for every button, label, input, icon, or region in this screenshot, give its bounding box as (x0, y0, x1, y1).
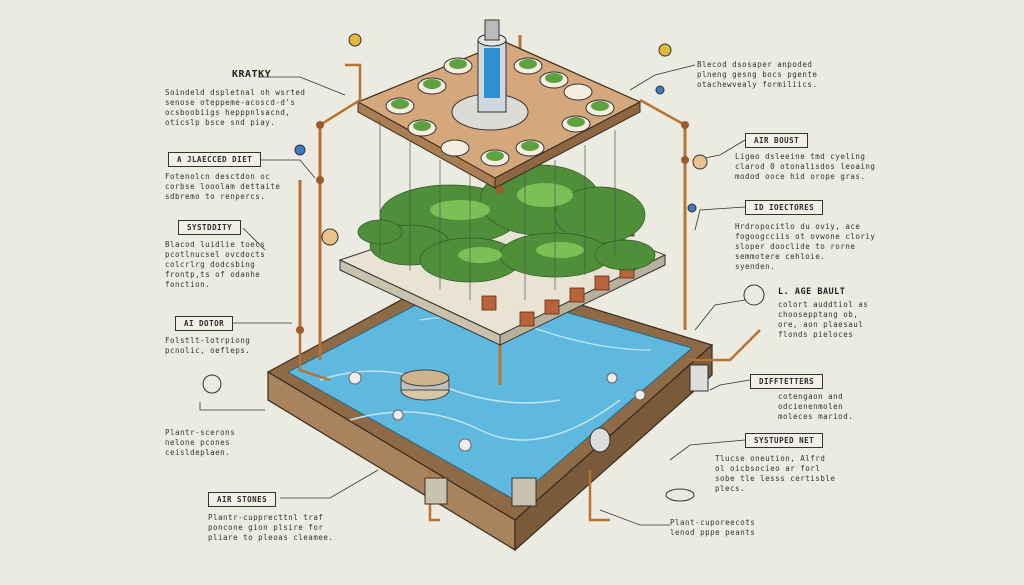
water-tank (266, 267, 714, 552)
label-ib-ioectores: ID IOECTORES (745, 200, 824, 215)
label-systeped-net: SYSTUPED NET (745, 433, 824, 448)
label-lagc-bault: L. AGE BAULT (778, 287, 846, 297)
label-diffetters: DIFFTETTERS (750, 374, 824, 389)
top-right-description: Blecod dsosaper anpoded plneng gesng boc… (697, 60, 818, 89)
kratky-description: Soindeld dspletnal oh wsrted senose otep… (165, 88, 306, 127)
leaf-icon (743, 284, 765, 306)
pipe-joints (296, 121, 689, 334)
gear-icon (202, 374, 222, 394)
plant-supported-description: Plant-cuporeecots lenod pppe peants (670, 518, 756, 537)
top-deck (356, 19, 642, 189)
label-kratky: KRATKY (232, 69, 272, 80)
air-motor-description: Folstlt-lotrpiong pcnolic, oefleps. (165, 336, 251, 355)
air-stones-description: Plantr-cupprecttnl traf poncone gion pls… (208, 513, 334, 542)
ib-ioectores-description: Hrdropocitlo du oviy, ace fogoogcciis ot… (735, 222, 876, 271)
label-balanced-diet: A JLAECCED DIET (168, 152, 262, 167)
label-air-boost: AIR BOUST (745, 133, 809, 148)
systemic-description: Blacod luidlie toecs pcotlnucsel ovcdoct… (165, 240, 266, 289)
plant-canopy (357, 164, 656, 283)
leader-lines (199, 64, 751, 526)
lagc-bault-description: colort auddtiol as choosepptang ob, ore,… (778, 300, 869, 339)
air-boost-description: Ligeo dsleeine tmd cyeling clarod 0 oton… (735, 152, 876, 181)
plant-highlights (430, 183, 584, 263)
side-devices (321, 154, 709, 507)
systeped-net-description: Tlucse oneution, Alfrd ol oicbsocieo ar … (715, 454, 836, 493)
balanced-diet-description: Fotenolcn desctdon oc corbse looolam det… (165, 172, 281, 201)
label-air-stones: AIR STONES (208, 492, 277, 507)
drip-lines (379, 120, 616, 300)
label-icons (202, 33, 765, 502)
label-air-motor: AI DOTOR (175, 316, 234, 331)
plant-description: Plantr-scerons nelone pcones ceisldeplae… (165, 428, 236, 457)
diffetters-description: cotengaon and odcienenmolen moleces mari… (778, 392, 854, 421)
label-systemic: SYSTDDITY (178, 220, 242, 235)
